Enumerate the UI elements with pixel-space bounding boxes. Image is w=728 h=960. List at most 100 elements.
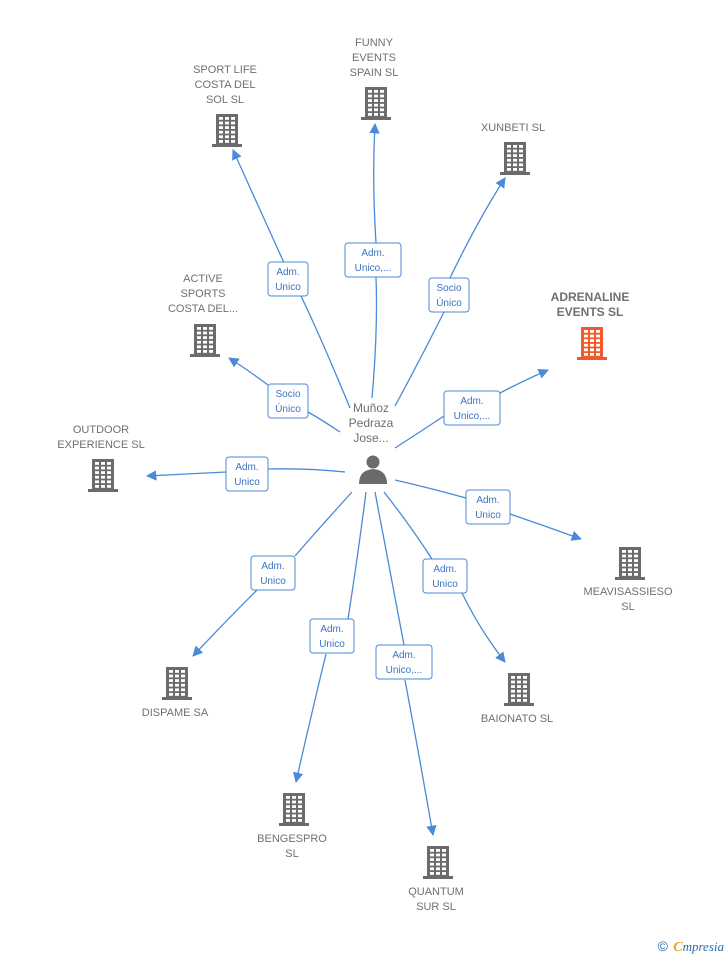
role-label-text: Adm.: [433, 564, 456, 575]
company-name-meavisassieso[interactable]: MEAVISASSIESO: [583, 586, 672, 598]
company-name-funny-events[interactable]: SPAIN SL: [350, 67, 399, 79]
role-label-text: Unico: [234, 477, 260, 488]
role-label-funny-events[interactable]: Adm. Unico,...: [344, 242, 402, 278]
person-name[interactable]: Pedraza: [349, 416, 394, 430]
company-name-active-sports[interactable]: SPORTS: [180, 288, 225, 300]
company-name-adrenaline[interactable]: ADRENALINE: [551, 290, 630, 304]
company-name-outdoor[interactable]: OUTDOOR: [73, 424, 129, 436]
edge-quantum: [404, 679, 437, 837]
company-name-active-sports[interactable]: COSTA DEL...: [168, 303, 238, 315]
role-label-text: Socio: [436, 283, 461, 294]
role-label-text: Unico: [275, 282, 301, 293]
company-name-active-sports[interactable]: ACTIVE: [183, 273, 223, 285]
edge-labels: Adm.UnicoAdm.Unico,...SocioÚnicoSocioÚni…: [225, 242, 511, 680]
edge-bengespro: [292, 653, 327, 784]
edge-trunk-quantum: [374, 491, 405, 646]
company-name-sport-life[interactable]: COSTA DEL: [195, 79, 256, 91]
building-icon[interactable]: [423, 846, 453, 879]
role-label-text: Socio: [275, 389, 300, 400]
edge-xunbeti: [449, 177, 506, 279]
edge-active-sports: [228, 357, 269, 386]
edges: [145, 122, 582, 837]
edge-sport-life: [232, 149, 286, 266]
role-label-text: Unico,...: [386, 665, 423, 676]
role-label-text: Único: [436, 296, 462, 309]
role-label-text: Unico: [319, 639, 345, 650]
company-name-xunbeti[interactable]: XUNBETI SL: [481, 122, 545, 134]
role-label-baionato[interactable]: Adm. Unico: [422, 558, 468, 594]
edge-trunk-sport-life: [300, 295, 351, 409]
center-person-node[interactable]: MuñozPedrazaJose...: [349, 401, 394, 484]
building-icon[interactable]: [190, 324, 220, 357]
footer-brand[interactable]: © Cmpresia: [658, 938, 724, 956]
role-label-text: Adm.: [392, 650, 415, 661]
person-name[interactable]: Jose...: [353, 431, 388, 445]
edge-trunk-outdoor: [267, 468, 346, 473]
edge-dispame: [192, 589, 258, 657]
person-icon[interactable]: [359, 455, 387, 485]
role-label-text: Unico,...: [454, 411, 491, 422]
edge-trunk-meavisassieso: [394, 479, 467, 499]
role-label-text: Único: [275, 402, 301, 415]
edge-meavisassieso: [509, 513, 582, 541]
edge-outdoor: [145, 470, 227, 481]
company-name-bengespro[interactable]: SL: [285, 848, 298, 860]
role-label-text: Adm.: [235, 462, 258, 473]
copyright-icon: ©: [657, 938, 668, 954]
edge-trunk-adrenaline: [394, 415, 445, 449]
role-label-text: Unico,...: [355, 263, 392, 274]
role-label-sport-life[interactable]: Adm. Unico: [267, 261, 309, 297]
edge-trunk-dispame: [294, 491, 353, 557]
brand-logo-text: mpresia: [682, 939, 724, 954]
company-name-adrenaline[interactable]: EVENTS SL: [557, 305, 624, 319]
company-nodes: SPORT LIFE COSTA DEL SOL SL FUNNY EVENTS SPAI…: [57, 37, 673, 913]
company-name-dispame[interactable]: DISPAME SA: [142, 707, 209, 719]
edge-trunk-funny-events: [371, 276, 378, 399]
company-name-outdoor[interactable]: EXPERIENCE SL: [57, 439, 144, 451]
building-icon[interactable]: [162, 667, 192, 700]
company-name-baionato[interactable]: BAIONATO SL: [481, 713, 553, 725]
role-label-text: Adm.: [476, 495, 499, 506]
edge-trunk-bengespro: [347, 491, 367, 620]
company-name-quantum[interactable]: QUANTUM: [408, 886, 464, 898]
edge-adrenaline: [499, 368, 549, 394]
company-name-quantum[interactable]: SUR SL: [416, 901, 456, 913]
role-label-outdoor[interactable]: Adm. Unico: [225, 456, 269, 492]
building-icon[interactable]: [361, 87, 391, 120]
company-name-funny-events[interactable]: FUNNY: [355, 37, 394, 49]
company-name-bengespro[interactable]: BENGESPRO: [257, 833, 327, 845]
role-label-dispame[interactable]: Adm.Unico: [250, 555, 296, 591]
company-name-meavisassieso[interactable]: SL: [621, 601, 634, 613]
role-label-meavisassieso[interactable]: Adm. Unico: [465, 489, 511, 525]
role-label-quantum[interactable]: Adm. Unico,...: [375, 644, 433, 680]
person-name[interactable]: Muñoz: [353, 401, 389, 415]
building-icon[interactable]: [88, 459, 118, 492]
role-label-text: Unico: [475, 510, 501, 521]
edge-trunk-xunbeti: [394, 311, 445, 407]
company-name-funny-events[interactable]: EVENTS: [352, 52, 396, 64]
company-name-sport-life[interactable]: SPORT LIFE: [193, 64, 257, 76]
building-icon[interactable]: [500, 142, 530, 175]
building-icon[interactable]: [279, 793, 309, 826]
role-label-bengespro[interactable]: Adm. Unico: [309, 618, 355, 654]
role-label-text: Adm.: [361, 248, 384, 259]
role-label-text: Unico: [432, 579, 458, 590]
edge-baionato: [461, 592, 506, 663]
role-label-adrenaline[interactable]: Adm. Unico,...: [443, 390, 501, 426]
role-label-text: Adm.: [261, 561, 284, 572]
role-label-text: Adm.: [276, 267, 299, 278]
role-label-text: Adm.: [460, 396, 483, 407]
building-icon[interactable]: [577, 327, 607, 360]
edge-trunk-active-sports: [307, 411, 341, 433]
role-label-text: Adm.: [320, 624, 343, 635]
brand-logo-initial: C: [673, 940, 683, 955]
company-name-sport-life[interactable]: SOL SL: [206, 94, 244, 106]
edge-funny-events: [369, 122, 380, 244]
building-icon[interactable]: [615, 547, 645, 580]
building-icon[interactable]: [504, 673, 534, 706]
building-icon[interactable]: [212, 114, 242, 147]
edge-trunk-baionato: [383, 491, 433, 560]
